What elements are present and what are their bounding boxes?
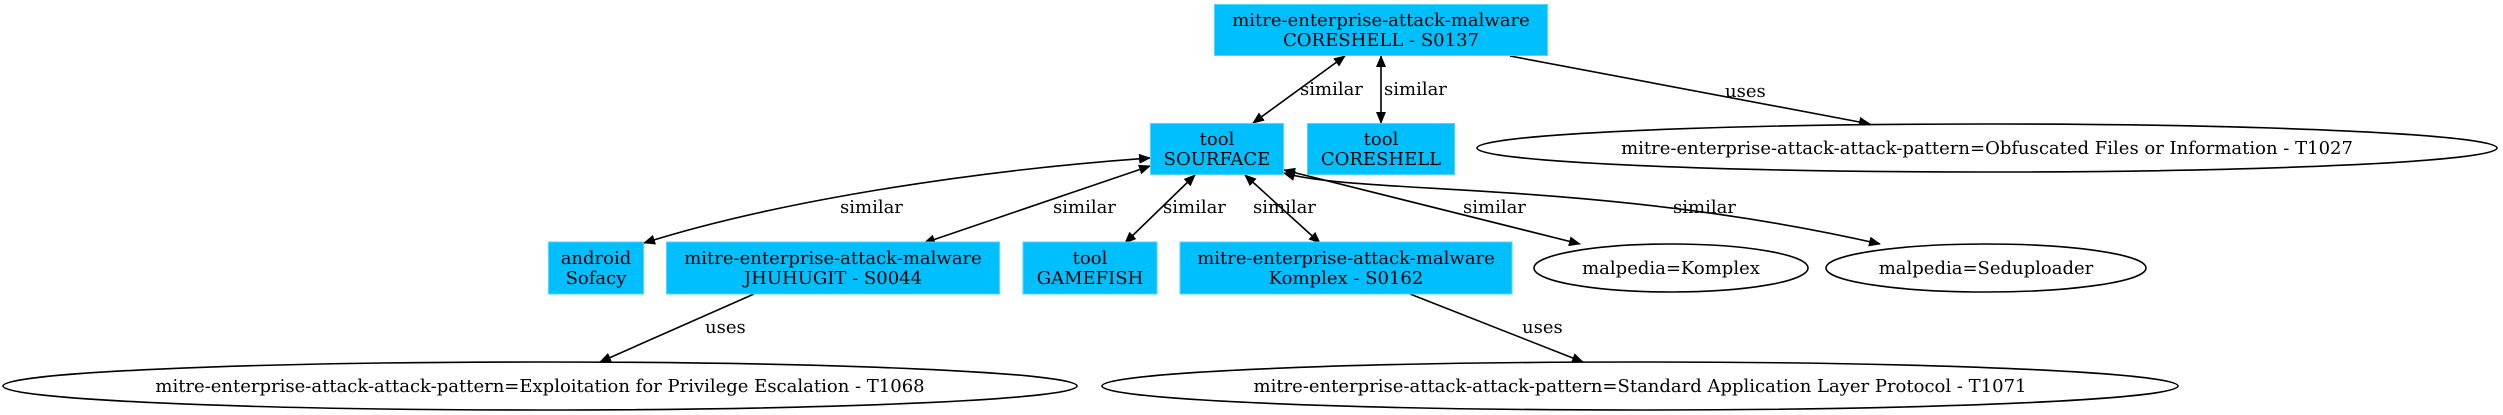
node-label: tool <box>1364 129 1399 150</box>
edge-label: uses <box>1725 81 1766 102</box>
edge-label: similar <box>1253 197 1316 218</box>
node-label: CORESHELL <box>1321 149 1441 170</box>
edge-label: similar <box>1053 197 1116 218</box>
edge-sourface_tool-to-sofacy_android: similar <box>643 153 1151 245</box>
node-label: mitre-enterprise-attack-malware <box>1232 10 1530 31</box>
edge-label: similar <box>1463 197 1526 218</box>
edge-label: uses <box>705 317 746 338</box>
edge-sourface_tool-to-gamefish_tool: similar <box>1124 174 1226 244</box>
edge-line <box>1252 55 1346 124</box>
node-ellipse <box>1476 123 2498 173</box>
node-label: mitre-enterprise-attack-attack-pattern=O… <box>1621 138 2353 159</box>
node-label: tool <box>1073 248 1108 269</box>
node-box <box>548 241 644 295</box>
node-label: Sofacy <box>566 268 628 289</box>
edge-coreshell_malware-to-t1027: uses <box>1509 55 1871 127</box>
node-label: android <box>561 248 632 269</box>
edge-label: similar <box>1163 197 1226 218</box>
edge-line <box>643 153 1151 245</box>
edge-label: similar <box>1673 197 1736 218</box>
edge-line <box>599 293 755 363</box>
edge-line <box>1283 171 1881 247</box>
node-label: GAMEFISH <box>1037 268 1144 289</box>
edge-line <box>1409 293 1584 363</box>
node-label: JHUHUGIT - S0044 <box>742 268 922 289</box>
node-label: mitre-enterprise-attack-malware <box>684 248 982 269</box>
node-box <box>1179 241 1513 295</box>
node-ellipse <box>1533 243 1809 293</box>
edge-jhuhugit_malware-to-t1068: uses <box>599 293 755 363</box>
node-label: CORESHELL - S0137 <box>1283 30 1479 51</box>
node-ellipse <box>1101 361 2179 411</box>
node-box <box>1307 123 1455 175</box>
edge-label: similar <box>1300 79 1363 100</box>
edge-sourface_tool-to-komplex_malware: similar <box>1244 174 1321 244</box>
edge-sourface_tool-to-jhuhugit_malware: similar <box>923 164 1151 245</box>
node-box <box>666 241 1000 295</box>
edge-line <box>1124 174 1196 244</box>
node-malpedia-seduploader[interactable]: malpedia=Seduploader <box>1825 243 2147 293</box>
node-label: Komplex - S0162 <box>1269 268 1424 289</box>
node-ellipse <box>2 361 1078 411</box>
edge-komplex_malware-to-t1071: uses <box>1409 293 1584 363</box>
node-jhuhugit-malware[interactable]: mitre-enterprise-attack-malwareJHUHUGIT … <box>666 241 1000 295</box>
edge-label: uses <box>1522 317 1563 338</box>
node-label: malpedia=Komplex <box>1582 258 1760 279</box>
node-label: malpedia=Seduploader <box>1879 258 2094 279</box>
edge-coreshell_malware-to-sourface_tool: similar <box>1252 55 1363 124</box>
nodes-layer: mitre-enterprise-attack-malwareCORESHELL… <box>2 4 2498 411</box>
node-t1068[interactable]: mitre-enterprise-attack-attack-pattern=E… <box>2 361 1078 411</box>
node-label: mitre-enterprise-attack-attack-pattern=S… <box>1254 376 2027 397</box>
edge-label: similar <box>840 197 903 218</box>
node-label: mitre-enterprise-attack-malware <box>1197 248 1495 269</box>
edge-coreshell_malware-to-coreshell_tool: similar <box>1376 55 1447 124</box>
node-label: mitre-enterprise-attack-attack-pattern=E… <box>155 376 924 397</box>
node-malpedia-komplex[interactable]: malpedia=Komplex <box>1533 243 1809 293</box>
edge-sourface_tool-to-malpedia_seduploader: similar <box>1283 171 1881 247</box>
node-box <box>1214 4 1548 56</box>
node-ellipse <box>1825 243 2147 293</box>
node-t1071[interactable]: mitre-enterprise-attack-attack-pattern=S… <box>1101 361 2179 411</box>
edges-layer: similar similar uses similar similar similar s… <box>599 55 1881 363</box>
edge-line <box>923 164 1151 245</box>
node-label: SOURFACE <box>1164 149 1271 170</box>
node-t1027[interactable]: mitre-enterprise-attack-attack-pattern=O… <box>1476 123 2498 173</box>
node-box <box>1150 123 1284 175</box>
node-coreshell-malware[interactable]: mitre-enterprise-attack-malwareCORESHELL… <box>1214 4 1548 56</box>
edge-label: similar <box>1384 79 1447 100</box>
node-label: tool <box>1200 129 1235 150</box>
node-box <box>1022 241 1158 295</box>
edge-line <box>1509 55 1871 127</box>
